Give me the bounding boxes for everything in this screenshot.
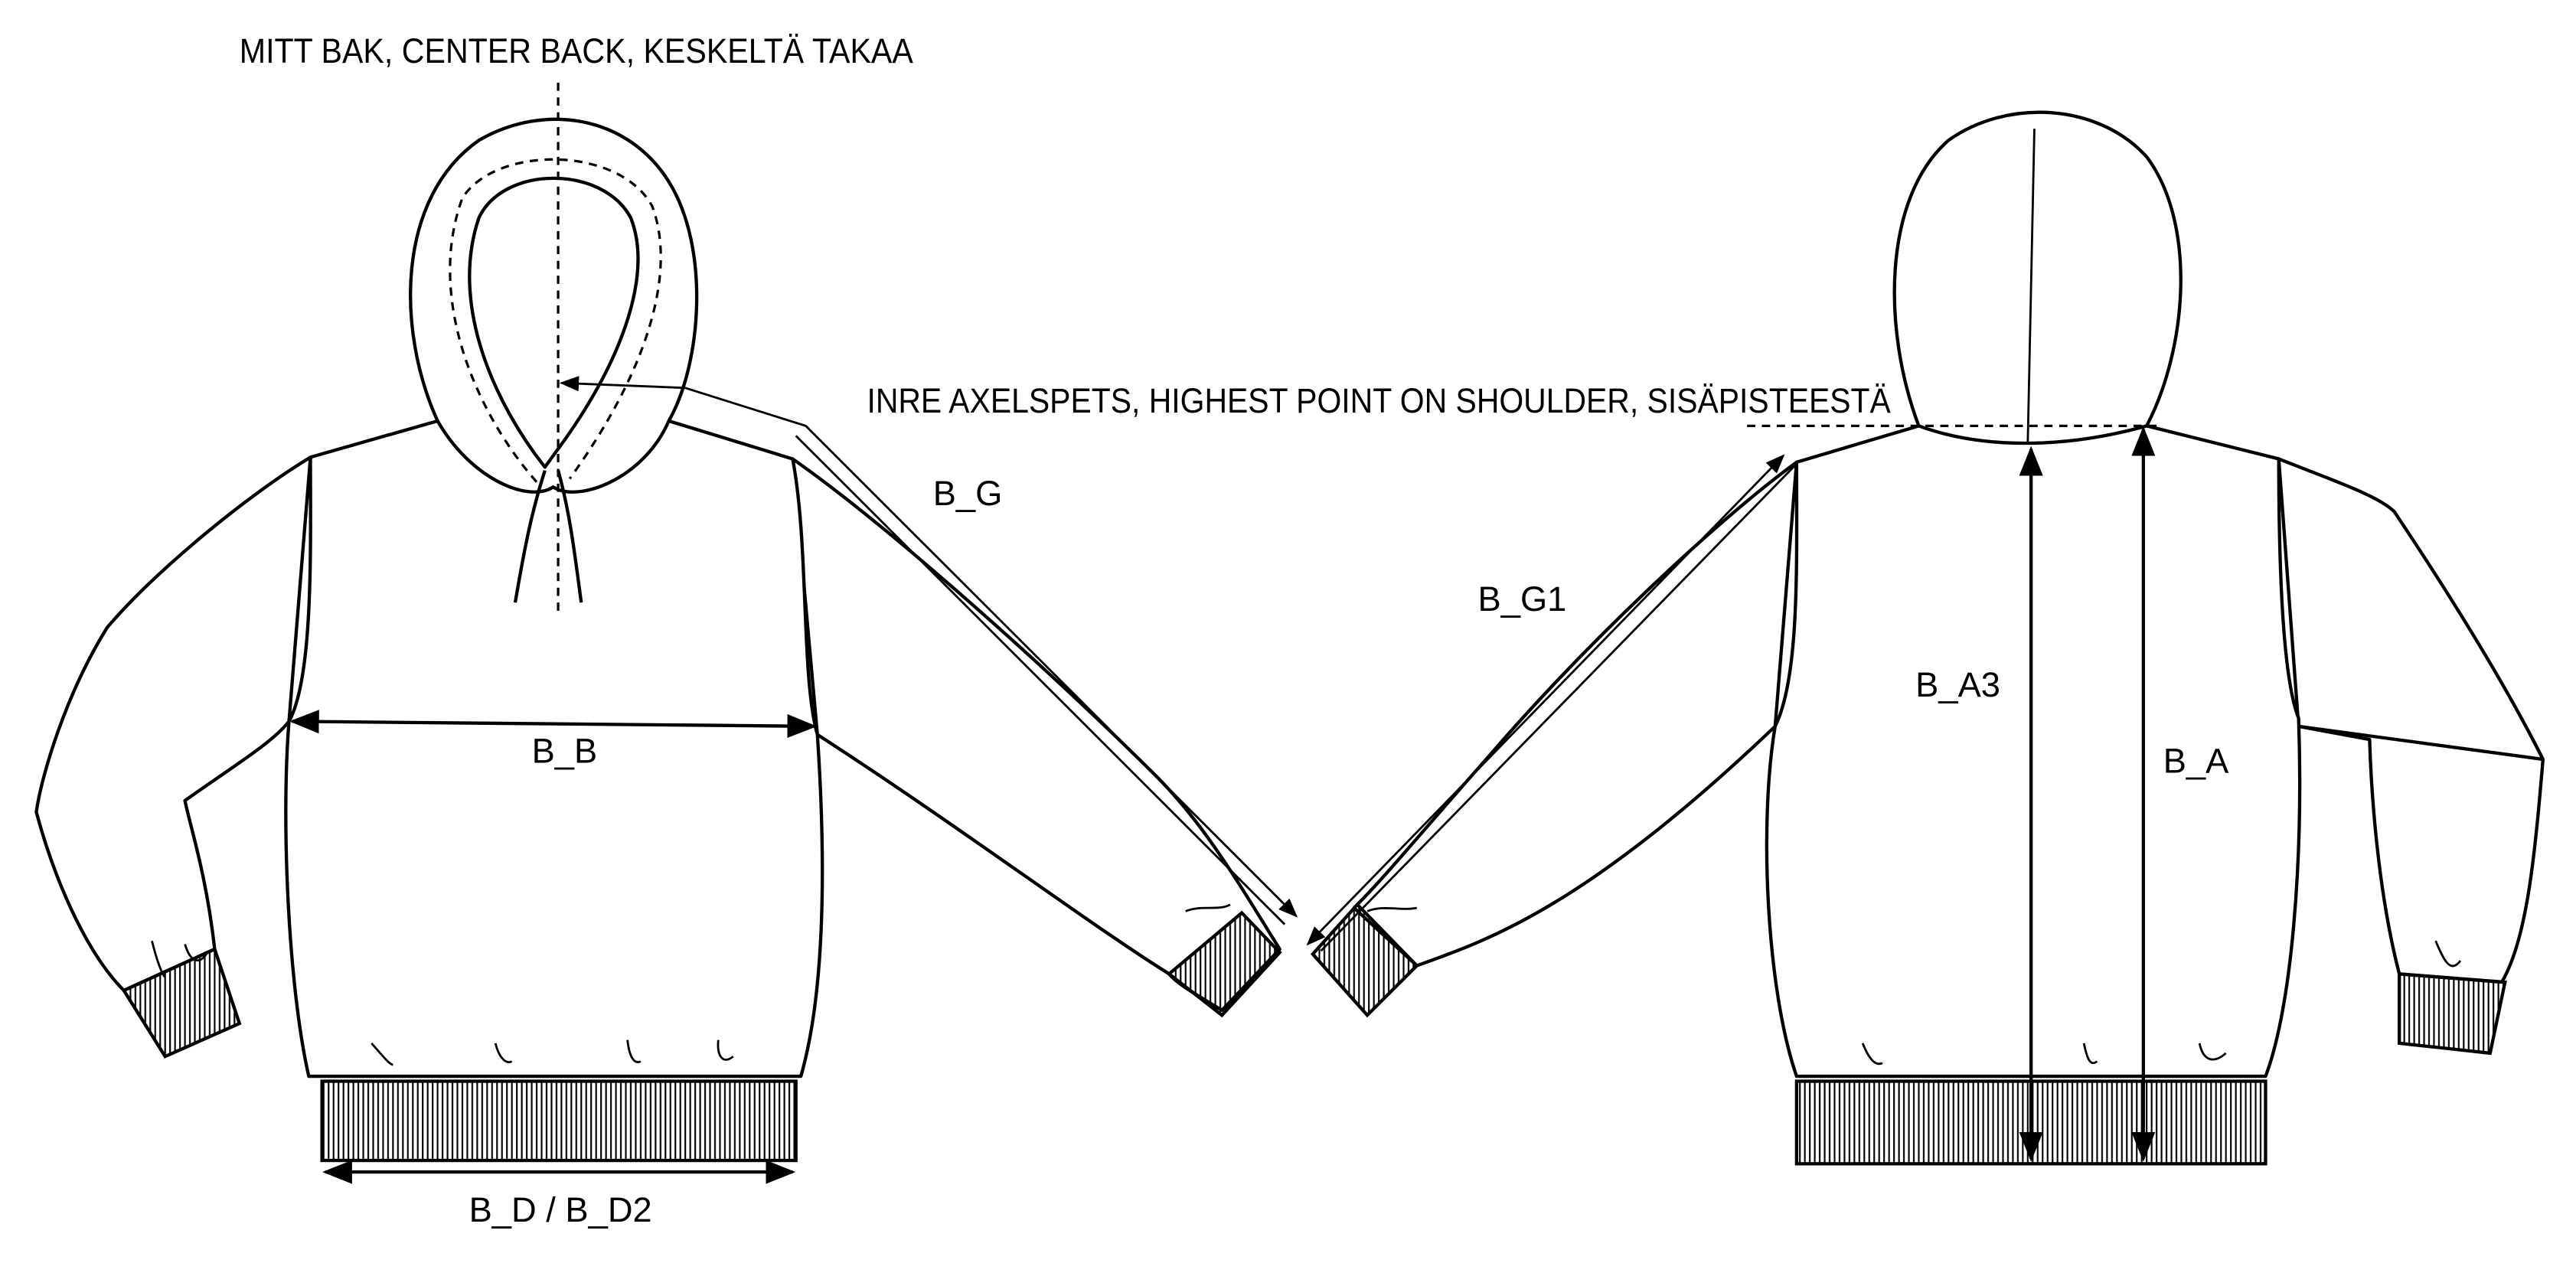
back-left-sleeve <box>1352 460 1799 968</box>
back-right-sleeve-seam <box>2298 724 2544 762</box>
back-right-cuff <box>2398 972 2507 1056</box>
b-g-arrow-guide <box>795 435 1286 925</box>
b-d-label: B_D / B_D2 <box>469 1190 652 1229</box>
b-a3-label: B_A3 <box>1915 665 2000 704</box>
b-g1-arrow <box>1306 454 1785 946</box>
back-view <box>1306 110 2545 1166</box>
back-hood-center-seam <box>2026 129 2036 442</box>
b-a-label: B_A <box>2163 741 2229 780</box>
front-right-sleeve <box>791 457 1281 1012</box>
front-left-sleeve <box>34 455 312 993</box>
front-right-cuff <box>1166 910 1282 1018</box>
back-hood <box>1892 110 2183 445</box>
b-g1-label: B_G1 <box>1478 579 1567 618</box>
drawstring-left <box>513 469 547 603</box>
shoulder-point-label: INRE AXELSPETS, HIGHEST POINT ON SHOULDE… <box>867 381 1891 420</box>
b-b-label: B_B <box>532 731 598 770</box>
front-left-cuff <box>121 947 242 1059</box>
front-hem-rib <box>320 1079 798 1163</box>
center-back-label: MITT BAK, CENTER BACK, KESKELTÄ TAKAA <box>240 31 914 70</box>
b-g-arrow <box>559 376 1298 918</box>
front-view <box>34 82 1298 1184</box>
back-right-sleeve <box>2277 457 2545 984</box>
b-g1-arrow-guide <box>1320 463 1797 952</box>
b-g-label: B_G <box>933 474 1003 513</box>
front-hood-opening <box>468 176 640 469</box>
